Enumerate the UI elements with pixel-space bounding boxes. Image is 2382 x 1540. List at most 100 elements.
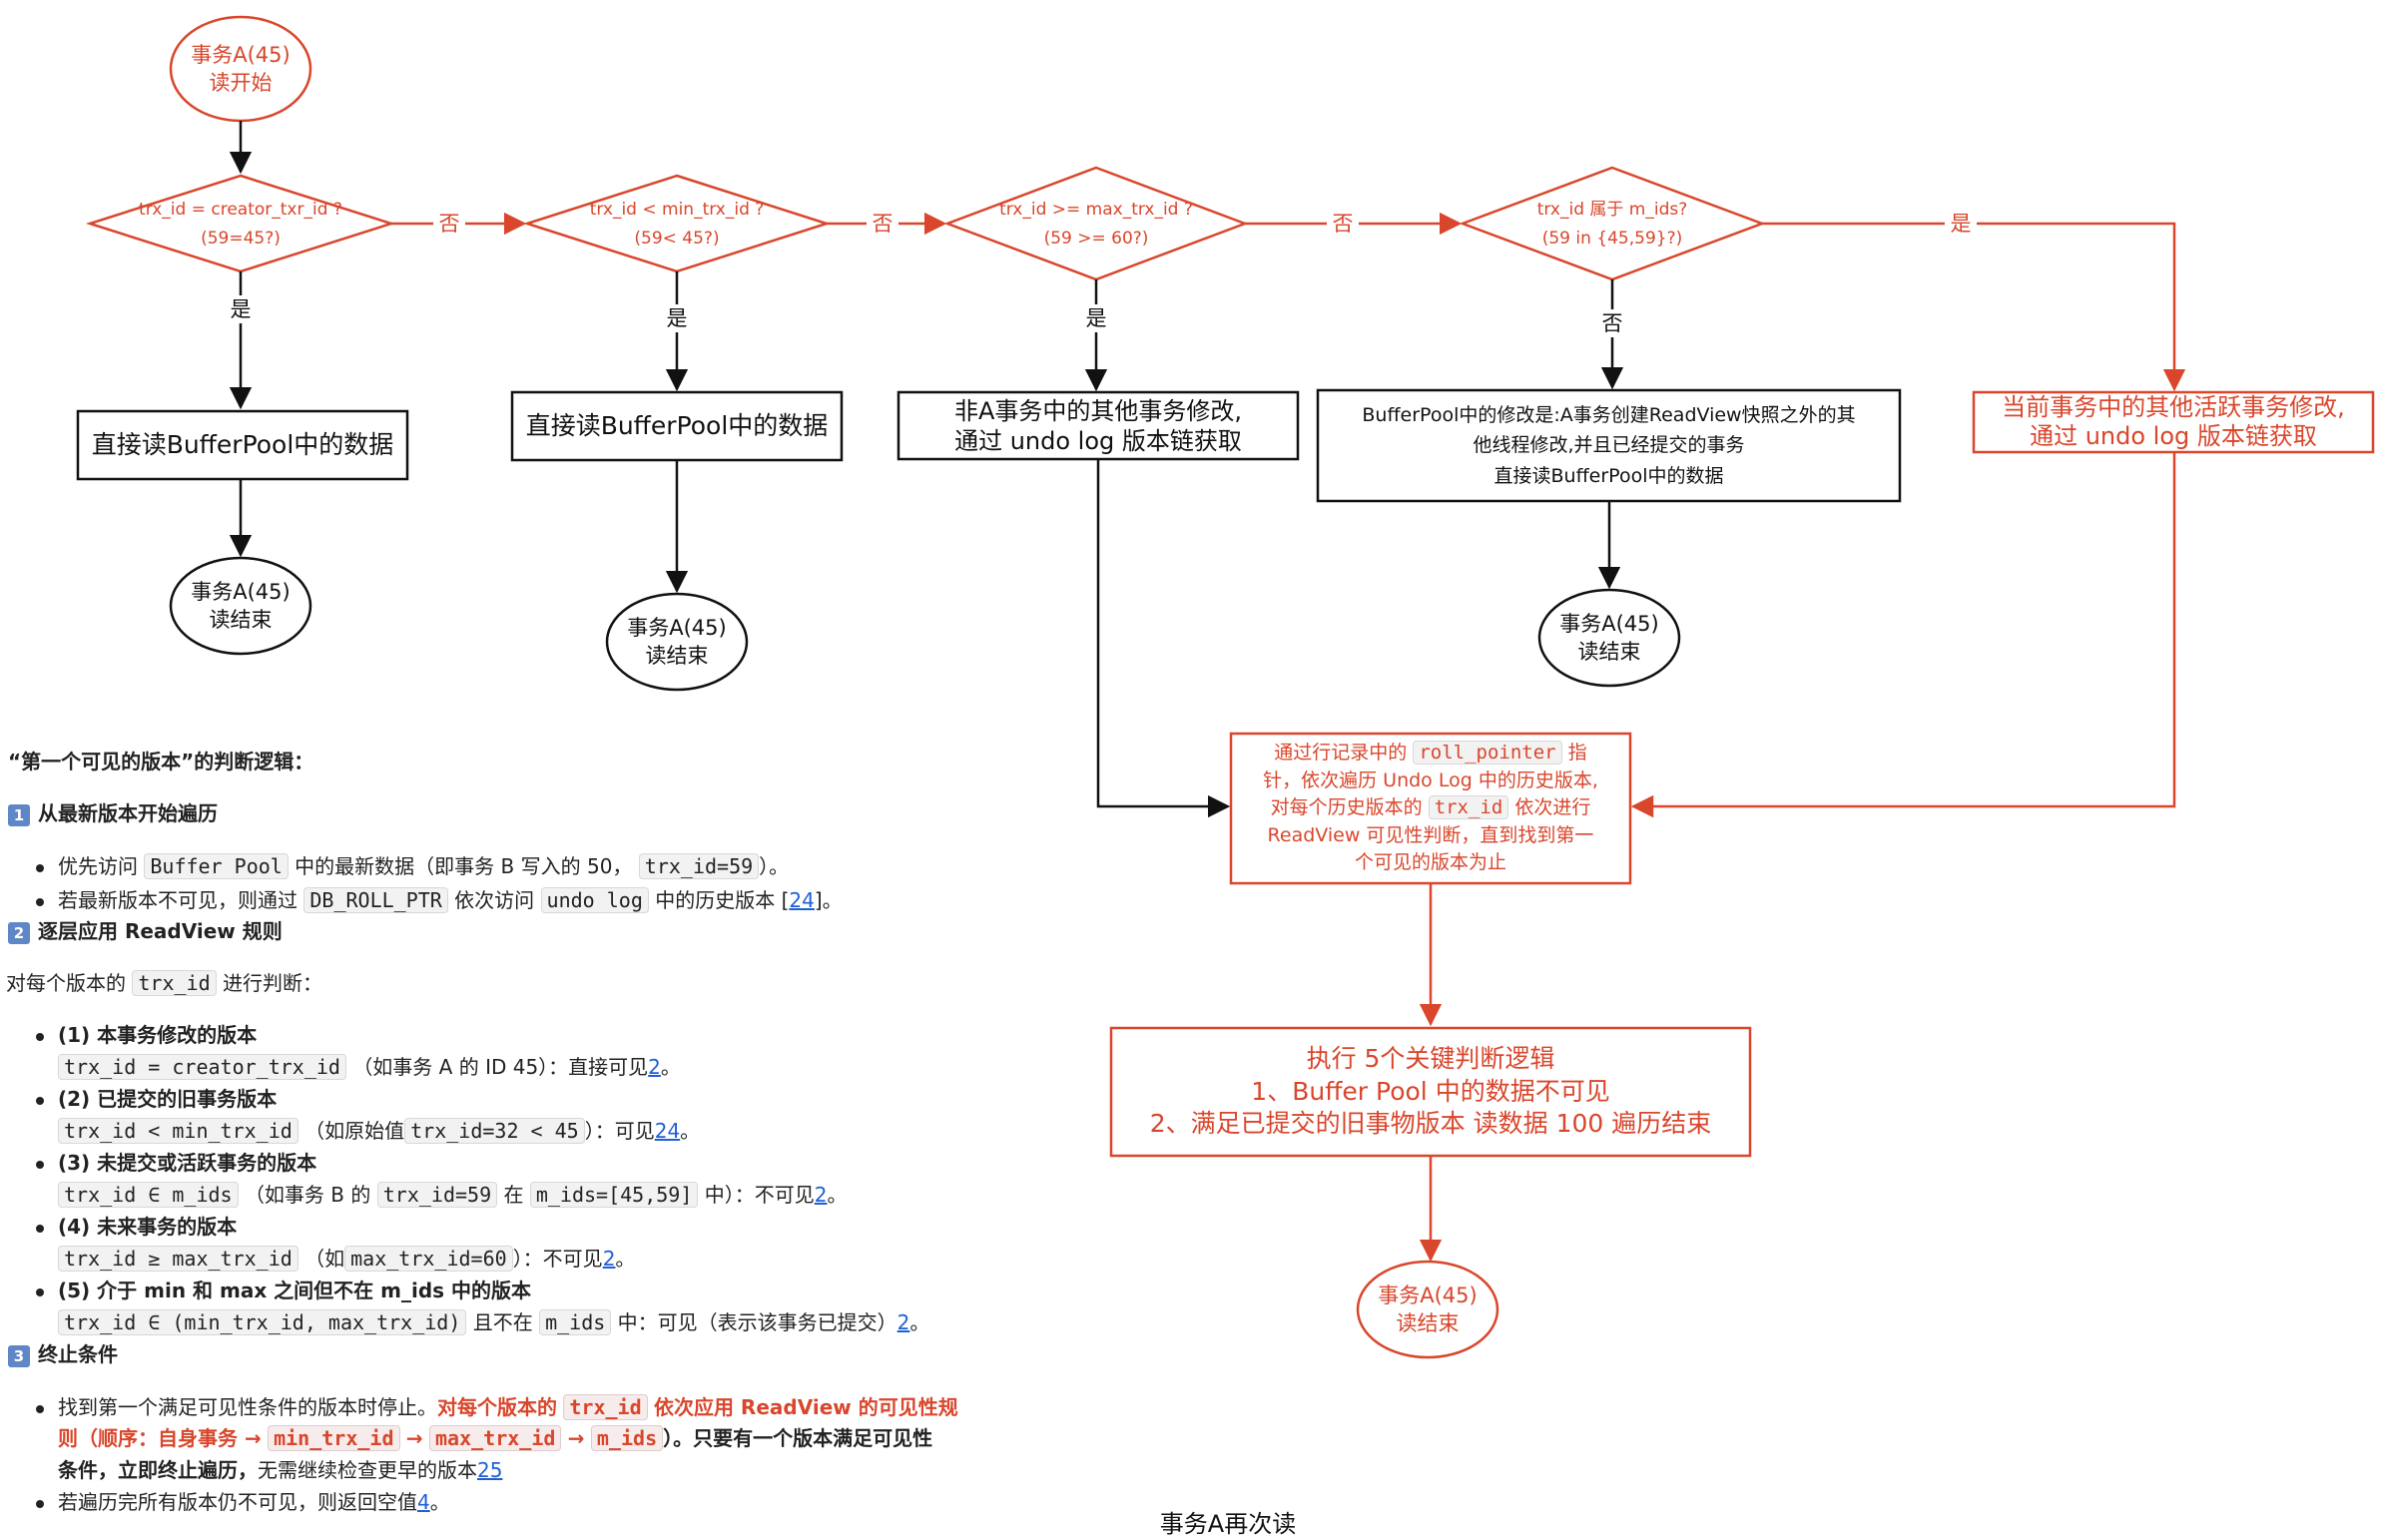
code: trx_id ≥ max_trx_id — [58, 1246, 298, 1272]
label-yes-2: 是 — [666, 305, 688, 330]
box-7-line2: 1、Buffer Pool 中的数据不可见 — [1251, 1076, 1610, 1106]
box-3 — [896, 390, 1300, 461]
code: max_trx_id=60 — [344, 1246, 513, 1272]
text: → — [405, 1426, 423, 1450]
rule-3-title: (3) 未提交或活跃事务的版本 — [36, 1148, 316, 1178]
text: 中：可见（表示该事务已提交） — [617, 1310, 897, 1334]
box-5-line2: 通过 undo log 版本链获取 — [2030, 422, 2317, 450]
section-2-title: 逐层应用 ReadView 规则 — [38, 919, 283, 943]
box-6-text: ReadView 可见性判断，直到找到第一 — [1267, 823, 1594, 846]
end-4-label: 事务A(45)读结束 — [1358, 1273, 1497, 1346]
text: （如 — [304, 1247, 345, 1271]
bullet-icon — [36, 1096, 44, 1105]
end-node-2 — [605, 592, 749, 692]
section-3-heading: 3 终止条件 — [8, 1339, 118, 1369]
label-yes-3: 是 — [1085, 305, 1107, 330]
box-2-label: 直接读BufferPool中的数据 — [525, 411, 829, 441]
text: 则（顺序：自身事务 → — [58, 1426, 262, 1450]
text: 中的历史版本 [ — [655, 888, 790, 912]
text: 进行判断： — [222, 971, 322, 995]
decision-1-label: trx_id = creator_txr_id ?(59=45?) — [110, 196, 371, 254]
box-6-text: 通过行记录中的 — [1274, 742, 1408, 765]
code: trx_id=59 — [376, 1182, 498, 1208]
label-no-4: 否 — [1601, 310, 1623, 335]
code: trx_id ∈ (min_trx_id, max_trx_id) — [58, 1309, 467, 1335]
text: 若最新版本不可见，则通过 — [58, 888, 298, 912]
box-3-line1: 非A事务中的其他事务修改, — [953, 396, 1243, 425]
code: trx_id — [563, 1394, 648, 1420]
reference-link[interactable]: 25 — [477, 1458, 503, 1482]
list-item: 优先访问 Buffer Pool 中的最新数据（即事务 B 写入的 50， tr… — [36, 851, 789, 881]
decision-3-label: trx_id >= max_trx_id ?(59 >= 60?) — [966, 196, 1226, 254]
reference-link[interactable]: 24 — [789, 888, 815, 912]
decision-2-label: trx_id < min_trx_id ?(59< 45?) — [547, 196, 807, 254]
edge-box5-box6 — [1630, 452, 2176, 818]
box-1-label: 直接读BufferPool中的数据 — [91, 430, 394, 460]
box-6-text: 依次进行 — [1514, 796, 1591, 819]
end-node-3 — [1537, 588, 1681, 688]
box-4-line2: 他线程修改,并且已经提交的事务 — [1473, 434, 1745, 457]
label-no-1: 否 — [438, 211, 460, 236]
section-3-title: 终止条件 — [38, 1342, 118, 1366]
code: min_trx_id — [268, 1425, 400, 1451]
text: 。 — [429, 1490, 450, 1514]
text: (2) 已提交的旧事务版本 — [58, 1087, 278, 1111]
box-1 — [76, 409, 409, 481]
end-4-line2: 读结束 — [1396, 1311, 1460, 1335]
reference-link[interactable]: 2 — [648, 1055, 661, 1079]
label-yes-1: 是 — [230, 296, 252, 321]
text: 在 — [503, 1183, 524, 1207]
section-3-number-icon: 3 — [8, 1344, 30, 1367]
notes-heading: “第一个可见的版本”的判断逻辑： — [8, 750, 314, 773]
reference-link[interactable]: 2 — [896, 1310, 910, 1334]
reference-link[interactable]: 2 — [602, 1247, 616, 1271]
edge-d4-box5 — [1762, 222, 2186, 392]
code: m_ids — [539, 1309, 612, 1335]
decision-4-line1: trx_id 属于 m_ids? — [1536, 200, 1688, 221]
text: 找到第一个满足可见性条件的版本时停止。 — [58, 1395, 437, 1419]
label-yes-4: 是 — [1950, 211, 1972, 236]
decision-3-line2: (59 >= 60?) — [1043, 229, 1149, 249]
start-line2: 读开始 — [209, 71, 273, 95]
box-7-line3: 2、满足已提交的旧事物版本 读数据 100 遍历结束 — [1149, 1109, 1712, 1139]
reference-link[interactable]: 4 — [417, 1490, 430, 1514]
box-6-text: 个可见的版本为止 — [1354, 851, 1506, 874]
code: undo log — [540, 887, 649, 913]
rule-4-title: (4) 未来事务的版本 — [36, 1212, 237, 1242]
rule-1-body: trx_id = creator_trx_id （如事务 A 的 ID 45）：… — [58, 1052, 681, 1082]
box-6-code: roll_pointer — [1413, 741, 1562, 766]
reference-link[interactable]: 24 — [654, 1119, 681, 1143]
code: DB_ROLL_PTR — [303, 887, 448, 913]
code: trx_id=32 < 45 — [404, 1118, 585, 1144]
text: (1) 本事务修改的版本 — [58, 1023, 258, 1047]
text: 。 — [680, 1119, 701, 1143]
reference-link[interactable]: 2 — [814, 1183, 828, 1207]
box-6-text: 对每个历史版本的 — [1270, 796, 1423, 819]
rule-1-title: (1) 本事务修改的版本 — [36, 1020, 257, 1050]
text: （如事务 B 的 — [244, 1183, 371, 1207]
code: trx_id < min_trx_id — [58, 1118, 298, 1144]
code: trx_id = creator_trx_id — [58, 1054, 346, 1080]
label-no-3: 否 — [1332, 211, 1354, 236]
box-4 — [1316, 388, 1902, 503]
box-5-line1: 当前事务中的其他活跃事务修改, — [2002, 393, 2345, 422]
text: （如事务 A 的 ID 45）：直接可见 — [352, 1055, 649, 1079]
list-item-continued: 条件，立即终止遍历，无需继续检查更早的版本25 — [58, 1455, 502, 1485]
box-4-label: BufferPool中的修改是:A事务创建ReadView快照之外的其他线程修改… — [1318, 390, 1900, 501]
text: 对每个版本的 — [6, 971, 126, 995]
end-3-label: 事务A(45)读结束 — [1539, 601, 1679, 675]
bullet-icon — [36, 1032, 44, 1041]
text: ）：不可见 — [512, 1247, 603, 1271]
text: 对每个版本的 — [437, 1395, 557, 1419]
box-4-line1: BufferPool中的修改是:A事务创建ReadView快照之外的其 — [1362, 403, 1856, 426]
code: trx_id — [132, 970, 217, 996]
decision-1-line1: trx_id = creator_txr_id ? — [139, 200, 342, 221]
text: (4) 未来事务的版本 — [58, 1215, 238, 1239]
text: ）。只要有一个版本满足可见性 — [663, 1426, 933, 1450]
rule-5-title: (5) 介于 min 和 max 之间但不在 m_ids 中的版本 — [36, 1276, 531, 1305]
text: ）：可见 — [584, 1119, 655, 1143]
code: m_ids — [590, 1425, 664, 1451]
text: 。 — [909, 1310, 930, 1334]
